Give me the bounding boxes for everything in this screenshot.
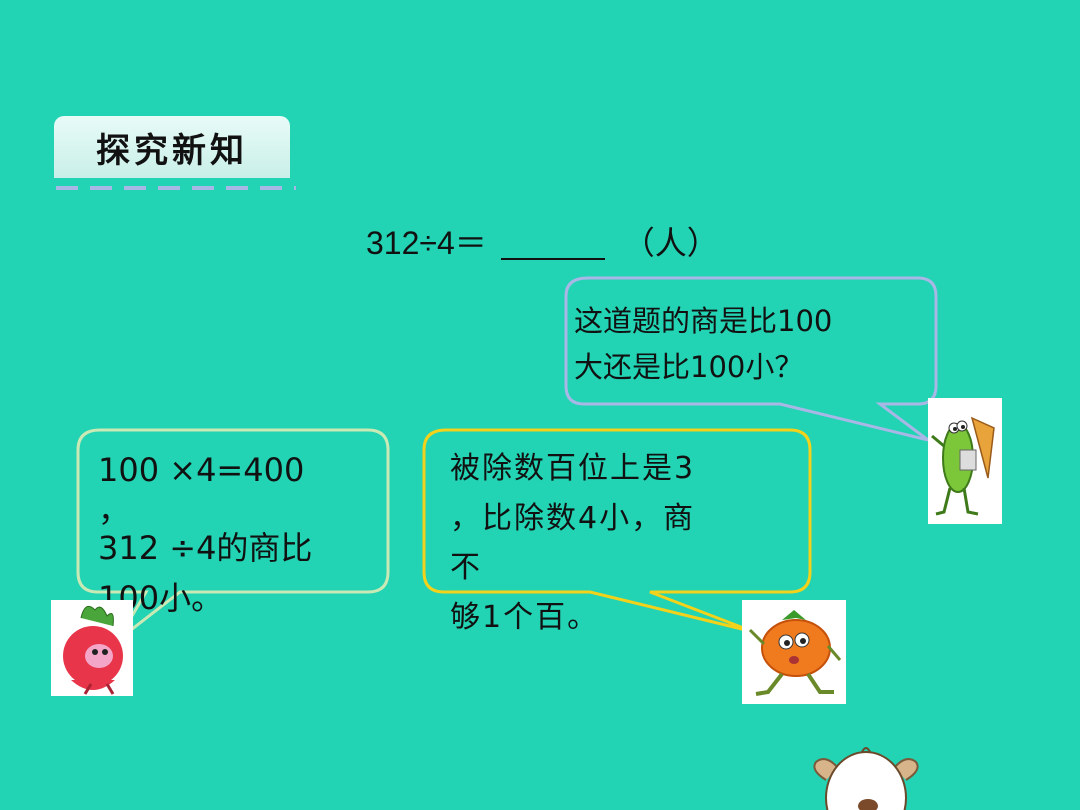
radish-character-icon: [63, 605, 123, 695]
left-line-1: 100 ×4=400: [98, 451, 305, 489]
equation-unit: （人）: [622, 225, 719, 261]
puppy-character-icon: [813, 747, 919, 810]
left-line-2: ，: [98, 490, 131, 529]
question-text: 这道题的商是比100 大还是比100小？: [574, 298, 934, 391]
title-underline: [56, 186, 296, 190]
tomato-character-icon: [748, 610, 842, 696]
middle-line-3: 不: [450, 550, 482, 585]
question-line-1: 这道题的商是比100: [574, 304, 833, 338]
middle-line-4: 够1个百。: [450, 599, 600, 635]
middle-line-1: 被除数百位上是3: [450, 451, 696, 486]
equation: 312÷4＝ （人）: [366, 220, 719, 264]
radish-character: [51, 600, 133, 696]
tomato-character: [742, 600, 846, 704]
puppy-character: [806, 740, 926, 810]
middle-line-2: ，比除数4小，商: [450, 500, 696, 536]
equation-left: 312÷4＝: [366, 225, 487, 261]
section-title: 探究新知: [54, 116, 290, 178]
question-line-2: 大还是比100小？: [574, 350, 804, 385]
left-bubble-text: 100 ×4=400 ， 312 ÷4的商比 100小。: [98, 446, 378, 624]
section-title-text: 探究新知: [96, 130, 248, 171]
left-line-3: 312 ÷4的商比: [98, 529, 313, 568]
answer-blank[interactable]: [500, 228, 605, 260]
left-line-4: 100小。: [98, 578, 224, 617]
pea-character: [928, 398, 1002, 524]
middle-bubble-text: 被除数百位上是3 ，比除数4小，商 不 够1个百。: [450, 444, 790, 642]
pea-character-icon: [931, 416, 995, 516]
